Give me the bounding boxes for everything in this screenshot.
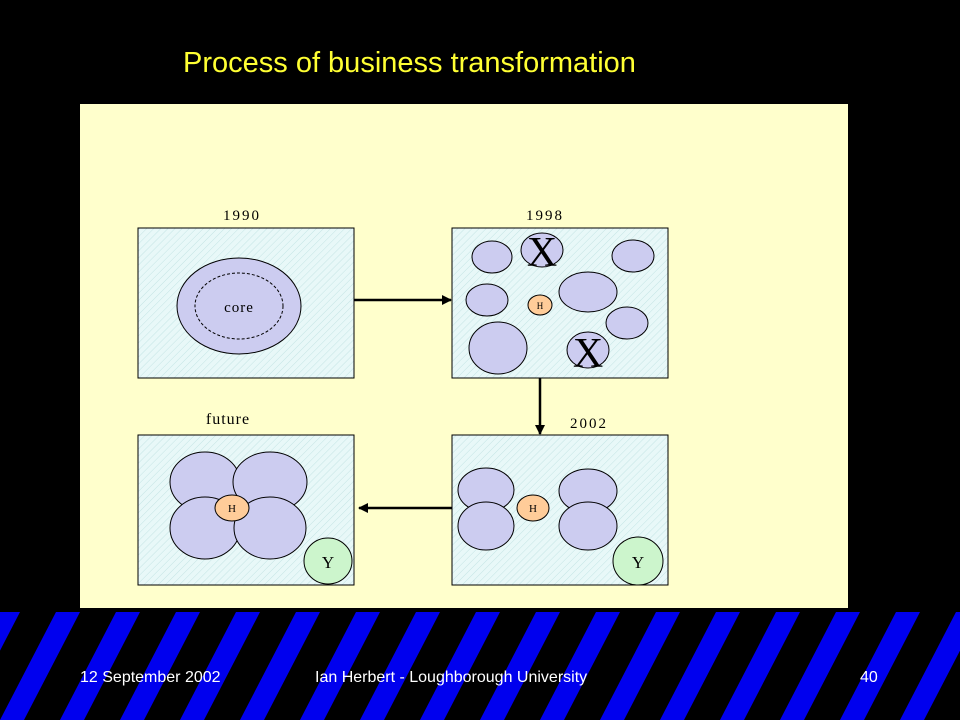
- footer-stripe: [120, 612, 200, 720]
- hub-label-future: H: [228, 503, 236, 515]
- slide-title: Process of business transformation: [183, 47, 636, 79]
- unit-circle: [471, 240, 513, 274]
- footer-stripe: [660, 612, 740, 720]
- unit-circle-removed: [520, 232, 564, 268]
- hub-circle-future: [214, 494, 250, 522]
- footer-stripe: [840, 612, 920, 720]
- unit-circle: [233, 496, 307, 560]
- unit-circle: [468, 321, 528, 375]
- footer-stripe: [0, 612, 80, 720]
- label-1990: 1990: [223, 208, 261, 224]
- hub-label-2002: H: [529, 503, 537, 515]
- footer-stripe: [360, 612, 440, 720]
- core-label: core: [224, 300, 254, 316]
- core-inner-dashed-circle: [194, 272, 284, 340]
- footer-stripe: [480, 612, 560, 720]
- business-units-1998: [465, 232, 655, 375]
- unit-circle-removed: [566, 331, 610, 369]
- hub-circle-1998: [527, 294, 553, 316]
- footer-stripe-band: [0, 612, 960, 720]
- new-unit-circle-future: [303, 537, 353, 585]
- new-unit-label-future: Y: [322, 553, 334, 572]
- removed-mark-top: X: [527, 230, 557, 276]
- footer-stripe: [240, 612, 320, 720]
- unit-circle: [558, 271, 618, 313]
- footer-page-number: 40: [860, 669, 878, 686]
- footer-stripe: [600, 612, 680, 720]
- footer-stripe: [720, 612, 800, 720]
- core-outer-circle: [176, 257, 302, 355]
- hub-label-1998: H: [537, 301, 544, 311]
- unit-circle: [558, 501, 618, 551]
- footer-stripe: [540, 612, 620, 720]
- footer-date: 12 September 2002: [80, 669, 221, 686]
- business-units-2002: [457, 467, 618, 551]
- unit-circle: [457, 501, 515, 551]
- unit-circle: [611, 239, 655, 273]
- hub-circle-2002: [516, 494, 550, 522]
- removed-mark-bottom: X: [573, 331, 603, 377]
- footer-author: Ian Herbert - Loughborough University: [315, 669, 588, 686]
- footer-stripe: [300, 612, 380, 720]
- transformation-diagram: 1990 core 1998 H X X 2002: [137, 208, 669, 586]
- unit-circle: [605, 306, 649, 340]
- new-unit-label-2002: Y: [632, 553, 644, 572]
- label-2002: 2002: [570, 416, 608, 432]
- label-1998: 1998: [526, 208, 564, 224]
- footer-stripe: [60, 612, 140, 720]
- footer-stripe: [780, 612, 860, 720]
- footer-stripe: [420, 612, 500, 720]
- new-unit-circle-2002: [612, 536, 664, 586]
- footer-stripes: [0, 612, 960, 720]
- label-future: future: [206, 411, 250, 428]
- unit-circle: [465, 283, 509, 317]
- diagram-panel: 1990 core 1998 H X X 2002: [80, 104, 848, 608]
- footer-stripe: [180, 612, 260, 720]
- footer-stripe: [900, 612, 960, 720]
